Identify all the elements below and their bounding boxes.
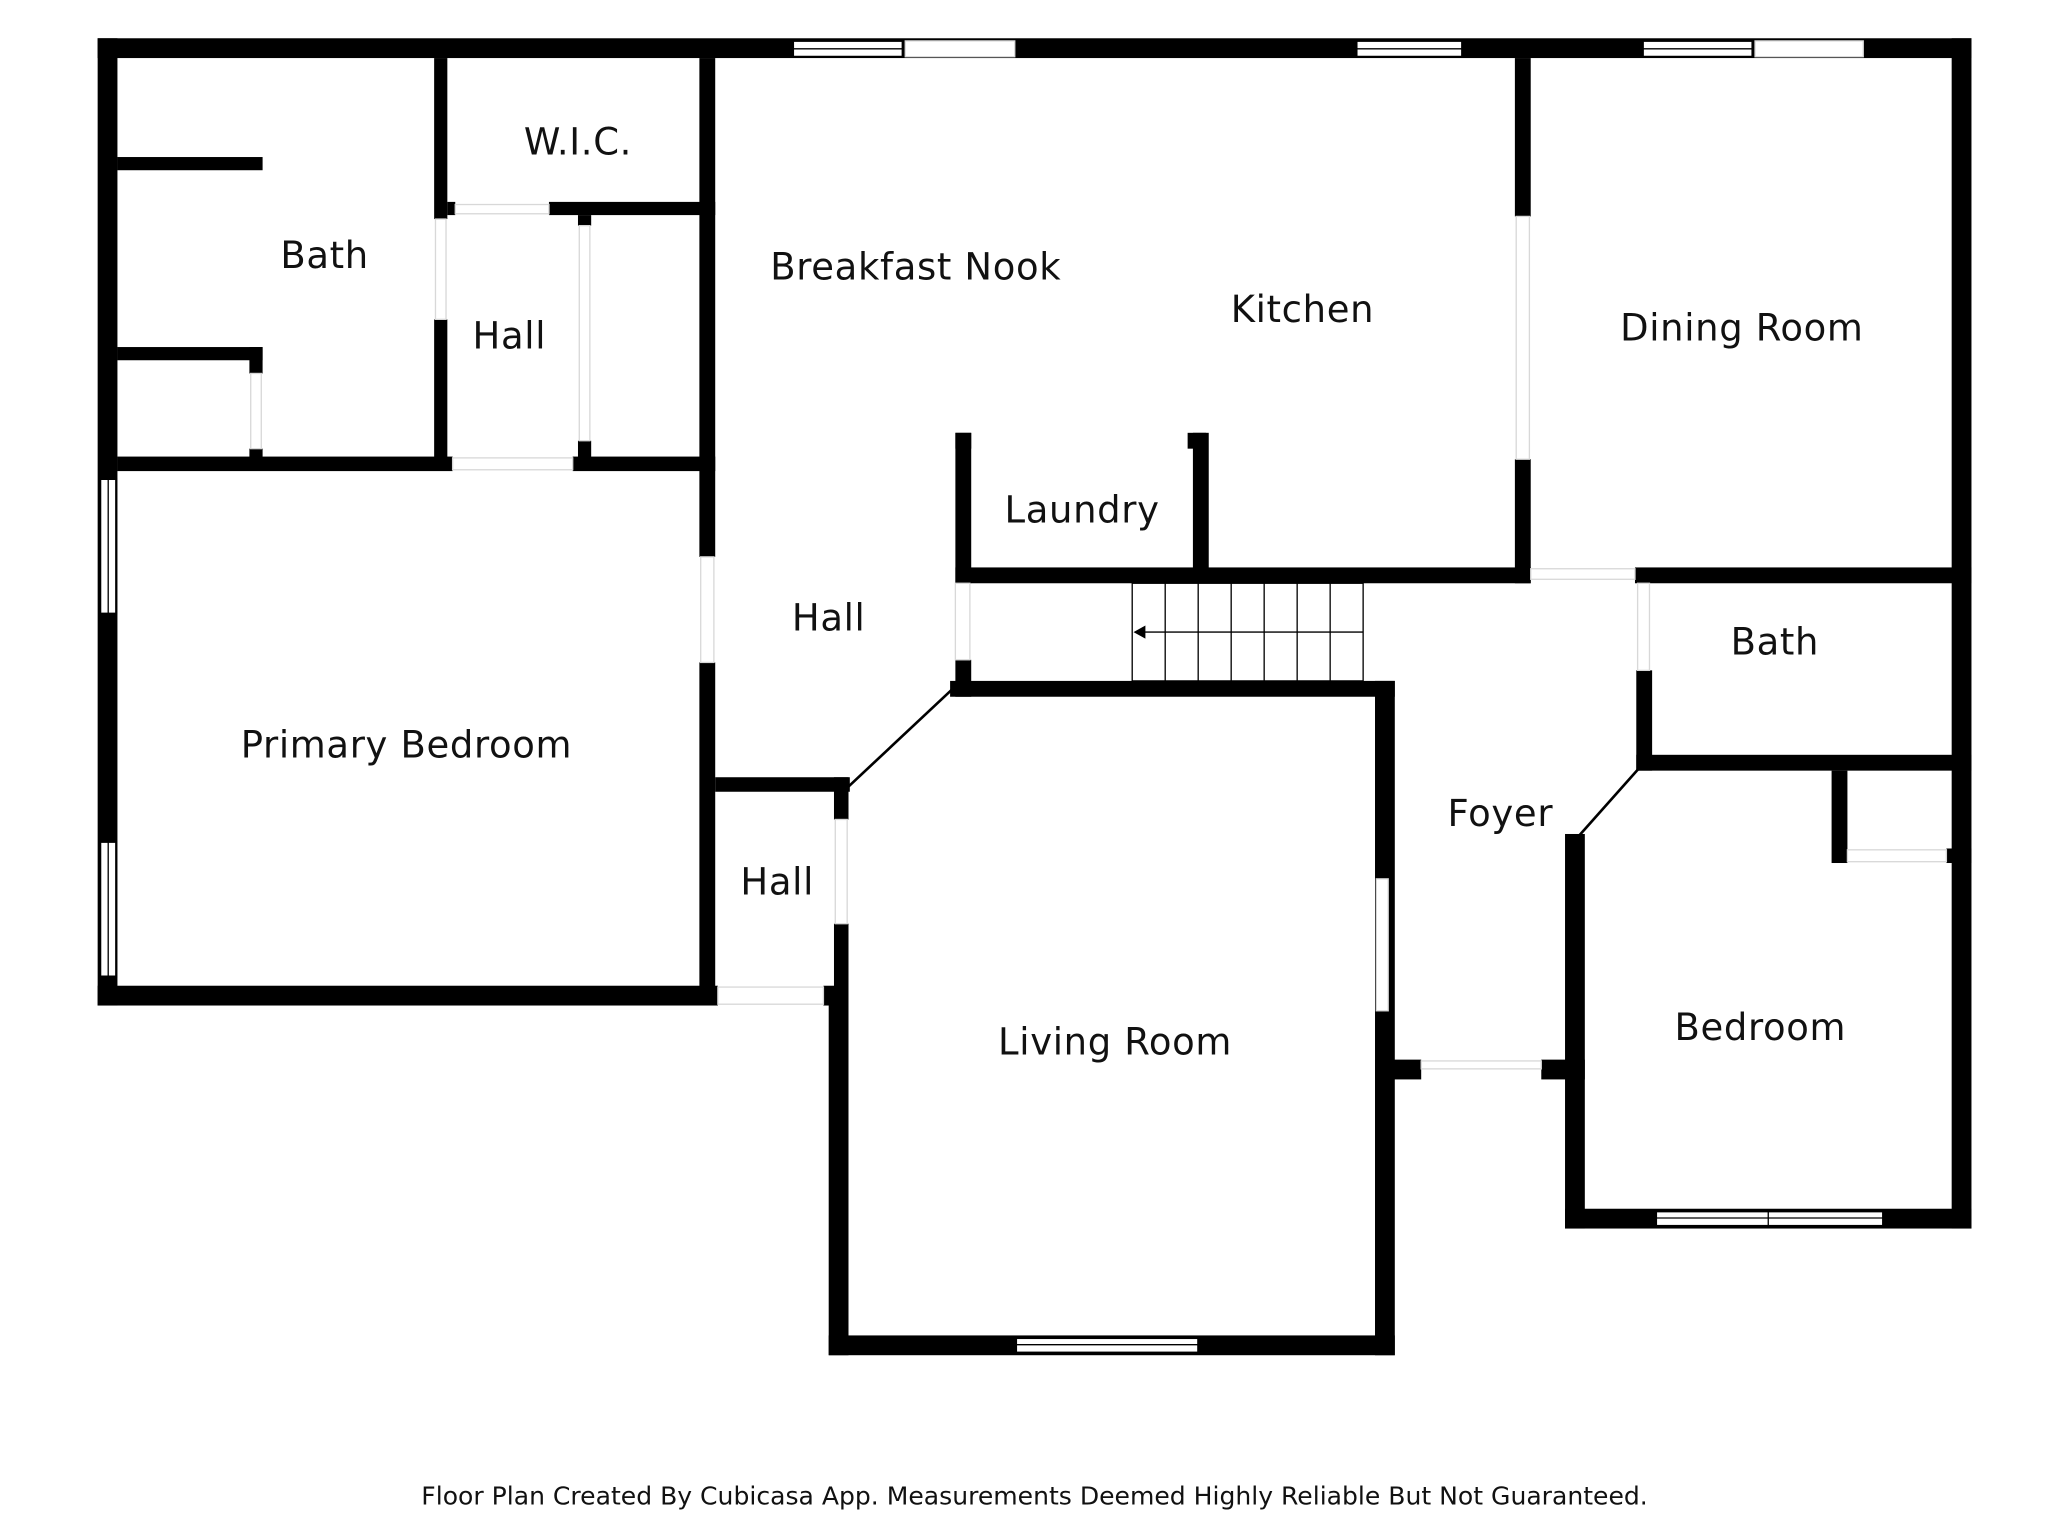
footer-disclaimer: Floor Plan Created By Cubicasa App. Meas… (421, 1481, 1647, 1510)
room-label-kitchen: Kitchen (1231, 288, 1374, 331)
stairs-arrow-icon (1133, 625, 1146, 639)
room-label-living-room: Living Room (998, 1020, 1232, 1063)
room-label-laundry: Laundry (1004, 489, 1159, 532)
walls (97, 38, 1972, 1356)
room-label-bath-west: Bath (280, 234, 369, 277)
room-label-wic: W.I.C. (524, 120, 632, 163)
room-label-hall-center: Hall (792, 597, 866, 640)
door-openings (250, 40, 1948, 1070)
room-label-foyer: Foyer (1448, 792, 1554, 835)
stairs (1131, 582, 1364, 682)
window-mullions (107, 48, 1884, 1346)
room-labels: Bath W.I.C. Hall Breakfast Nook Kitchen … (241, 120, 1863, 1063)
room-label-hall-north: Hall (473, 314, 547, 357)
room-label-hall-south: Hall (740, 861, 814, 904)
room-label-bedroom: Bedroom (1674, 1006, 1846, 1049)
room-label-primary-bedroom: Primary Bedroom (241, 723, 572, 766)
room-label-breakfast-nook: Breakfast Nook (770, 246, 1061, 289)
room-label-dining-room: Dining Room (1620, 306, 1863, 349)
diagonal-walls (846, 687, 1643, 838)
room-label-bath-east: Bath (1731, 621, 1820, 664)
